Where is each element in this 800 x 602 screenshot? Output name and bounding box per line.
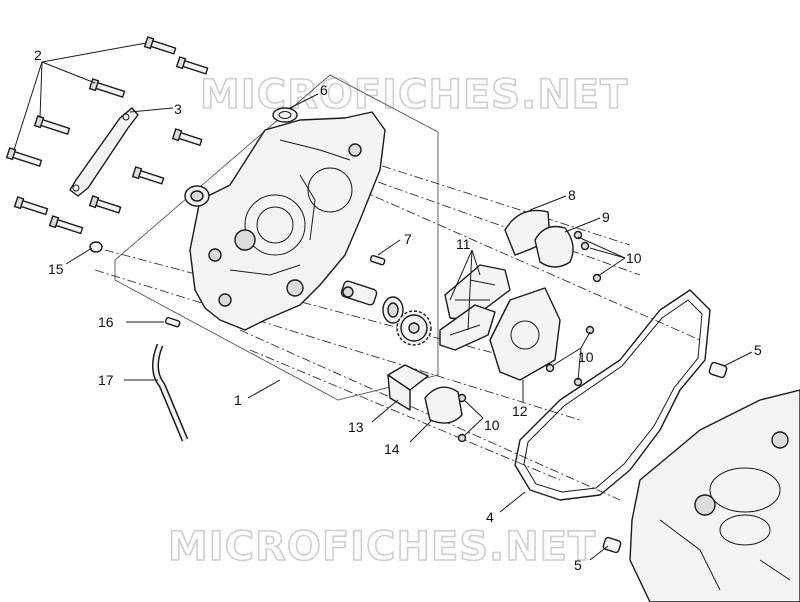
screws-group — [457, 230, 602, 443]
label-5a: 5 — [754, 342, 762, 358]
pin-part — [369, 254, 386, 266]
label-10a: 10 — [626, 250, 642, 266]
cover-gasket-part — [514, 289, 711, 501]
label-15: 15 — [48, 261, 64, 277]
rotor-halves-part — [439, 264, 511, 351]
bolts-group — [5, 36, 209, 235]
clip-ring-part — [89, 241, 103, 253]
filter-element-part — [387, 364, 429, 411]
leader-lines — [13, 42, 753, 561]
label-16: 16 — [98, 314, 114, 330]
label-11: 11 — [456, 236, 471, 252]
label-10c: 10 — [484, 417, 500, 433]
oil-seal-part — [184, 185, 210, 207]
label-5b: 5 — [574, 557, 582, 573]
seal-ring-part — [272, 107, 298, 123]
label-12: 12 — [512, 403, 528, 419]
engine-block-part — [629, 389, 800, 602]
label-10b: 10 — [578, 349, 594, 365]
watermark-bottom: MICROFICHES.NET — [168, 524, 596, 570]
part-labels: 2 3 6 7 8 9 10 10 10 11 12 13 14 1 4 5 5… — [34, 47, 762, 573]
pressure-plate-part — [489, 287, 561, 381]
label-3: 3 — [174, 101, 182, 117]
pump-shaft-part — [340, 280, 378, 306]
cover-group-frame — [114, 74, 439, 401]
label-2: 2 — [34, 47, 42, 63]
disc-cover-part — [534, 225, 574, 268]
label-7: 7 — [404, 231, 412, 247]
label-4: 4 — [486, 509, 494, 525]
clutch-cover-part — [189, 111, 386, 331]
dowel-pin-bottom — [602, 536, 622, 554]
watermark-top: MICROFICHES.NET — [200, 72, 628, 118]
label-9: 9 — [602, 209, 610, 225]
filter-cover-part — [424, 386, 463, 424]
label-14: 14 — [384, 441, 400, 457]
label-8: 8 — [568, 187, 576, 203]
bracket-part — [69, 107, 139, 197]
small-pin-part — [164, 316, 181, 328]
label-6: 6 — [320, 82, 328, 98]
dowel-pin-top — [708, 361, 728, 379]
label-1: 1 — [234, 392, 242, 408]
label-17: 17 — [98, 372, 114, 388]
label-13: 13 — [348, 419, 364, 435]
shaft-seal-part — [382, 296, 404, 324]
gear-part — [396, 310, 432, 346]
